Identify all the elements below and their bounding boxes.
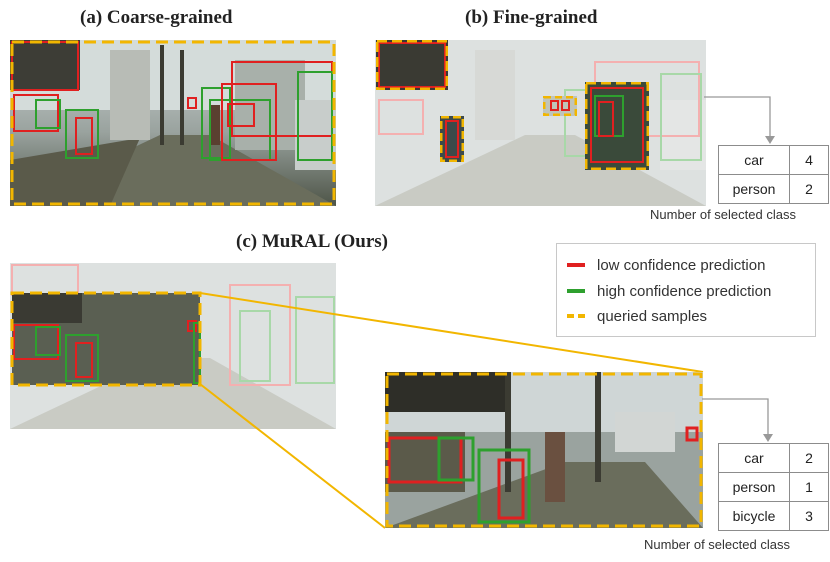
legend-item-high: high confidence prediction bbox=[567, 280, 771, 302]
panel-b-title: (b) Fine-grained bbox=[465, 7, 598, 28]
panel-a-scene bbox=[10, 40, 336, 206]
table-c-caption: Number of selected class bbox=[644, 537, 790, 552]
panel-a-query-frame bbox=[10, 40, 336, 206]
legend-item-queried: queried samples bbox=[567, 305, 707, 327]
panel-c-title: (c) MuRAL (Ours) bbox=[236, 231, 388, 252]
legend-swatch-low bbox=[567, 263, 585, 267]
panel-c-arrow bbox=[702, 398, 773, 442]
panel-b-crop-2 bbox=[439, 115, 465, 163]
legend-swatch-high bbox=[567, 289, 585, 293]
table-b-caption: Number of selected class bbox=[650, 207, 796, 222]
panel-b-crop-1 bbox=[375, 39, 449, 91]
panel-c-zoom-frame bbox=[385, 372, 703, 528]
panel-a-title: (a) Coarse-grained bbox=[80, 7, 233, 28]
legend-swatch-queried bbox=[567, 314, 585, 318]
panel-b-crop-3 bbox=[542, 95, 578, 117]
panel-b-arrow bbox=[704, 96, 775, 144]
legend: low confidence prediction high confidenc… bbox=[556, 243, 816, 337]
panel-c-zoom bbox=[385, 372, 703, 528]
legend-item-low: low confidence prediction bbox=[567, 254, 765, 276]
panel-b-crop-4 bbox=[584, 81, 650, 171]
panel-c-query-frame bbox=[10, 291, 202, 387]
panel-c-scene bbox=[10, 263, 336, 429]
